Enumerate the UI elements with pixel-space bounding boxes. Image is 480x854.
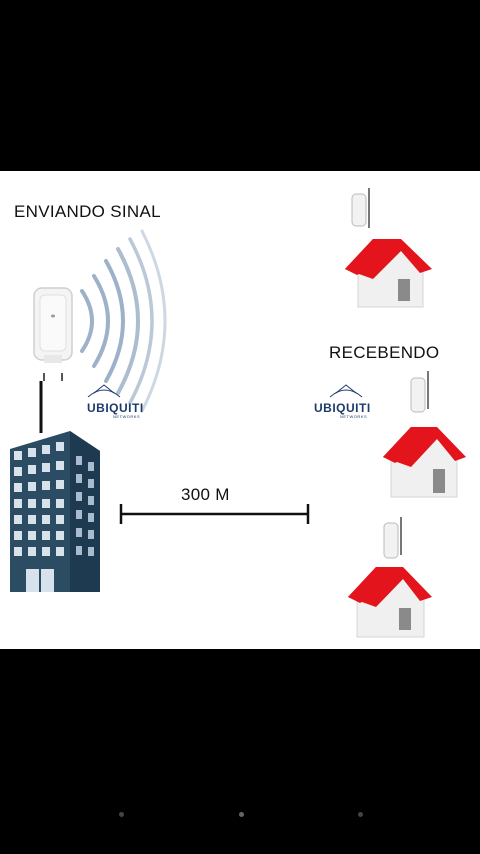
brand-logo-sender: UBIQUITI NETWORKS (87, 401, 144, 419)
diagram-panel: ENVIANDO SINAL RECEBENDO 300 M UBIQUITI … (0, 171, 480, 649)
signal-waves-icon (80, 229, 167, 413)
house-icon (383, 371, 466, 498)
brand-name: UBIQUITI (87, 401, 144, 415)
page-dot-active (239, 812, 244, 817)
brand-tagline: NETWORKS (340, 414, 368, 419)
brand-name: UBIQUITI (314, 401, 371, 415)
ubiquiti-logo-icon (87, 384, 363, 398)
diagram-canvas (10, 188, 466, 638)
house-icon (348, 517, 432, 638)
sender-label: ENVIANDO SINAL (14, 202, 161, 221)
distance-line (119, 504, 310, 524)
building-icon (10, 431, 100, 592)
page-indicator (0, 812, 480, 824)
antenna-icon (383, 517, 402, 559)
brand-logo-receiver: UBIQUITI NETWORKS (314, 401, 371, 419)
brand-tagline: NETWORKS (113, 414, 141, 419)
receiver-label: RECEBENDO (329, 343, 440, 362)
page-dot (119, 812, 124, 817)
page-dot (358, 812, 363, 817)
distance-label: 300 M (181, 485, 230, 504)
house-icon (345, 188, 432, 308)
antenna-icon (410, 371, 429, 413)
antenna-icon (33, 287, 73, 381)
antenna-icon (351, 188, 370, 228)
